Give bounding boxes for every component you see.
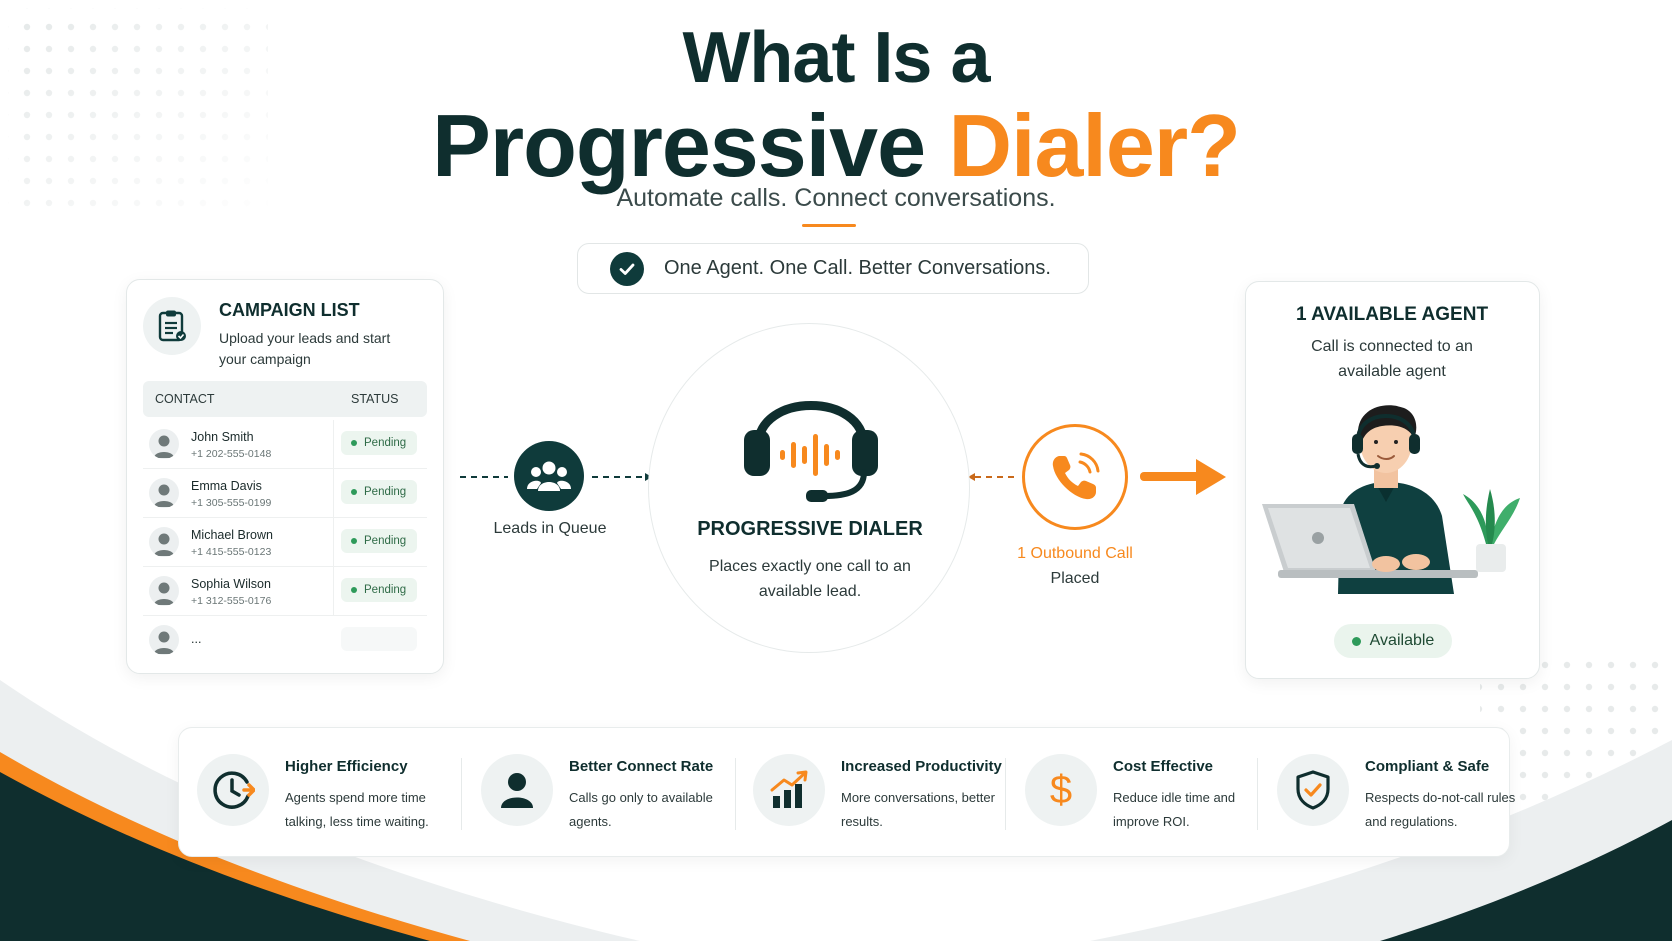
agent-description: Call is connected to an available agent	[1311, 338, 1473, 380]
column-status: STATUS	[351, 392, 399, 406]
benefit-item: $ Cost Effective Reduce idle time and im…	[1007, 728, 1259, 858]
benefit-title: Higher Efficiency	[285, 758, 408, 775]
dialer-title: PROGRESSIVE DIALER	[697, 518, 923, 540]
benefit-title: Cost Effective	[1113, 758, 1214, 775]
campaign-title: CAMPAIGN LIST	[219, 300, 360, 320]
table-row: ...	[143, 616, 427, 665]
benefit-title: Increased Productivity	[841, 758, 1002, 775]
check-icon	[610, 251, 644, 286]
table-row[interactable]: John Smith +1 202-555-0148 Pending	[143, 420, 427, 469]
benefit-item: Higher Efficiency Agents spend more time…	[179, 728, 451, 858]
title-line-2: Progressive Dialer?	[0, 98, 1672, 194]
benefits-bar: Higher Efficiency Agents spend more time…	[178, 727, 1515, 858]
outbound-call-label: 1 Outbound Call	[1017, 545, 1133, 562]
benefit-item: Better Connect Rate Calls go only to ava…	[463, 728, 735, 858]
benefit-title: Compliant & Safe	[1365, 758, 1490, 775]
leads-queue-icon	[514, 441, 584, 511]
available-agent-card: 1 AVAILABLE AGENT Call is connected to a…	[1245, 281, 1540, 679]
available-status-badge: Available	[1334, 624, 1452, 658]
column-contact: CONTACT	[155, 392, 215, 406]
benefit-divider	[461, 758, 462, 830]
title-line-1: What Is a	[682, 18, 990, 98]
user-icon	[481, 754, 553, 826]
status-badge: Pending	[341, 431, 417, 455]
avatar-icon	[149, 478, 179, 508]
title-main: Progressive	[432, 96, 926, 195]
subtitle-underline	[802, 224, 856, 227]
outbound-call-icon	[1022, 424, 1128, 530]
bar-chart-icon	[753, 754, 825, 826]
benefit-description: Respects do-not-call rules and regulatio…	[1365, 790, 1516, 829]
clipboard-icon	[143, 297, 201, 355]
benefit-description: More conversations, better results.	[841, 790, 995, 829]
status-badge: Pending	[341, 529, 417, 553]
clock-icon	[197, 754, 269, 826]
contact-name: John Smith	[191, 430, 254, 444]
available-label: Available	[1369, 632, 1435, 649]
agent-illustration	[1262, 405, 1520, 594]
benefit-title: Better Connect Rate	[569, 758, 714, 775]
benefit-divider	[735, 758, 736, 830]
subtitle: Automate calls. Connect conversations.	[616, 184, 1056, 212]
agent-title: 1 AVAILABLE AGENT	[1295, 304, 1489, 325]
benefit-item: Compliant & Safe Respects do-not-call ru…	[1259, 728, 1515, 858]
outbound-call-status: Placed	[1050, 570, 1100, 587]
benefit-divider	[1005, 758, 1006, 830]
contact-phone: +1 312-555-0176	[191, 595, 272, 607]
shield-check-icon	[1277, 754, 1349, 826]
benefit-item: Increased Productivity More conversation…	[735, 728, 1007, 858]
status-placeholder	[341, 627, 417, 651]
avatar-icon	[149, 576, 179, 606]
contact-phone: +1 415-555-0123	[191, 546, 272, 558]
page-title: What Is a Progressive Dialer?	[0, 18, 1672, 194]
dialer-description: Places exactly one call to an available …	[709, 558, 911, 600]
status-dot	[1351, 636, 1361, 646]
benefit-description: Calls go only to available agents.	[569, 790, 713, 829]
table-row[interactable]: Michael Brown +1 415-555-0123 Pending	[143, 518, 427, 567]
table-row[interactable]: Sophia Wilson +1 312-555-0176 Pending	[143, 567, 427, 616]
benefit-description: Reduce idle time and improve ROI.	[1113, 790, 1236, 829]
contact-name: Michael Brown	[191, 528, 273, 542]
avatar-icon	[149, 429, 179, 459]
status-badge: Pending	[341, 578, 417, 602]
benefit-description: Agents spend more time talking, less tim…	[285, 790, 429, 829]
progressive-dialer-node: PROGRESSIVE DIALER Places exactly one ca…	[648, 323, 970, 653]
dollar-icon: $	[1025, 754, 1097, 826]
tagline-pill: One Agent. One Call. Better Conversation…	[577, 243, 1089, 294]
benefit-divider	[1257, 758, 1258, 830]
contact-phone: +1 305-555-0199	[191, 497, 272, 509]
contact-name: Emma Davis	[191, 479, 262, 493]
tagline-text: One Agent. One Call. Better Conversation…	[664, 257, 1051, 279]
svg-text:$: $	[1050, 768, 1072, 812]
headset-icon	[744, 401, 878, 502]
leads-queue-label: Leads in Queue	[493, 520, 607, 537]
more-contacts: ...	[191, 632, 202, 646]
status-badge: Pending	[341, 480, 417, 504]
campaign-description: Upload your leads and start your campaig…	[219, 330, 391, 367]
contact-name: Sophia Wilson	[191, 577, 271, 591]
avatar-icon	[149, 527, 179, 557]
table-header: CONTACT STATUS	[143, 381, 427, 417]
table-row[interactable]: Emma Davis +1 305-555-0199 Pending	[143, 469, 427, 518]
contact-phone: +1 202-555-0148	[191, 448, 272, 460]
avatar-icon	[149, 625, 179, 655]
campaign-list-card: CAMPAIGN LIST Upload your leads and star…	[126, 279, 444, 674]
title-accent: Dialer?	[948, 96, 1240, 195]
